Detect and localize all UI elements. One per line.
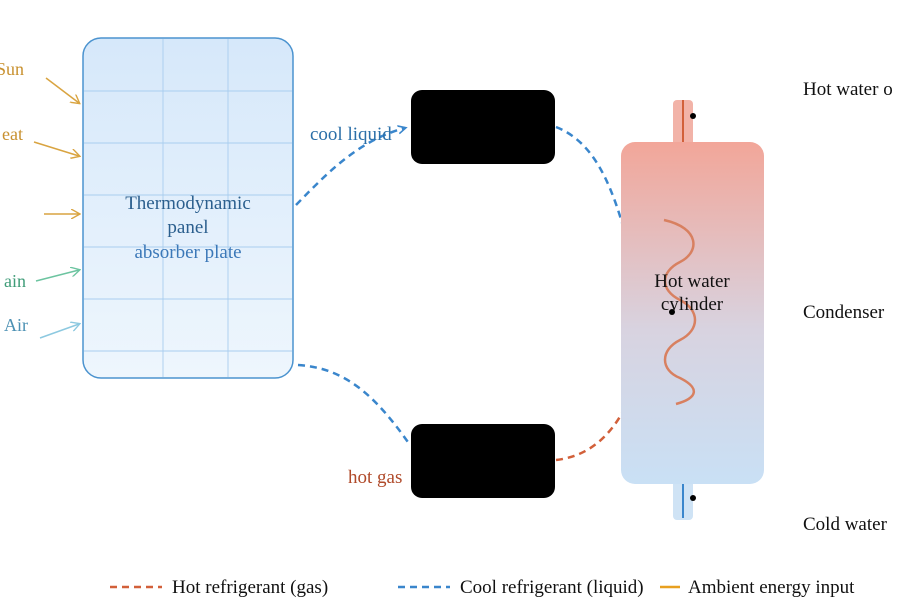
cool-liquid-line-panel-to-top — [295, 128, 405, 206]
condenser-coil — [663, 218, 697, 406]
cool-liquid-label: cool liquid — [310, 124, 392, 145]
cylinder-title-line1: Hot water — [654, 271, 730, 292]
lower-component-box — [411, 424, 555, 498]
legend-ambient-label: Ambient energy input — [688, 577, 855, 598]
input-label-sun: Sun — [0, 59, 24, 79]
air-arrow — [39, 324, 79, 339]
cool-line-panel-bottom-to-lower — [297, 363, 412, 446]
heat-arrow — [33, 141, 79, 156]
input-label-heat: eat — [2, 124, 23, 144]
panel-grid — [84, 39, 292, 377]
input-label-rain: ain — [4, 271, 26, 291]
panel-title-line1: Thermodynamic — [125, 193, 251, 214]
condenser-callout-dot — [669, 309, 675, 315]
input-label-air: Air — [4, 315, 28, 335]
hot-water-callout-dot — [690, 113, 696, 119]
legend-hot-label: Hot refrigerant (gas) — [172, 577, 328, 598]
hot-water-out-label: Hot water o — [803, 79, 893, 100]
hot-water-cylinder: Hot water cylinder — [621, 100, 764, 520]
cold-water-callout-dot — [690, 495, 696, 501]
cold-water-label: Cold water — [803, 514, 888, 535]
rain-arrow — [35, 270, 79, 282]
legend: Hot refrigerant (gas) Cool refrigerant (… — [110, 577, 855, 598]
legend-cool-label: Cool refrigerant (liquid) — [460, 577, 644, 598]
sun-arrow — [45, 77, 79, 103]
panel-title-line2: panel — [167, 217, 208, 238]
hot-gas-label: hot gas — [348, 467, 402, 488]
thermodynamic-panel: Thermodynamic panel absorber plate — [82, 37, 294, 379]
upper-component-box — [411, 90, 555, 164]
cylinder-title-line2: cylinder — [661, 294, 724, 315]
panel-title-line3: absorber plate — [134, 242, 241, 263]
condenser-label: Condenser — [803, 302, 885, 323]
